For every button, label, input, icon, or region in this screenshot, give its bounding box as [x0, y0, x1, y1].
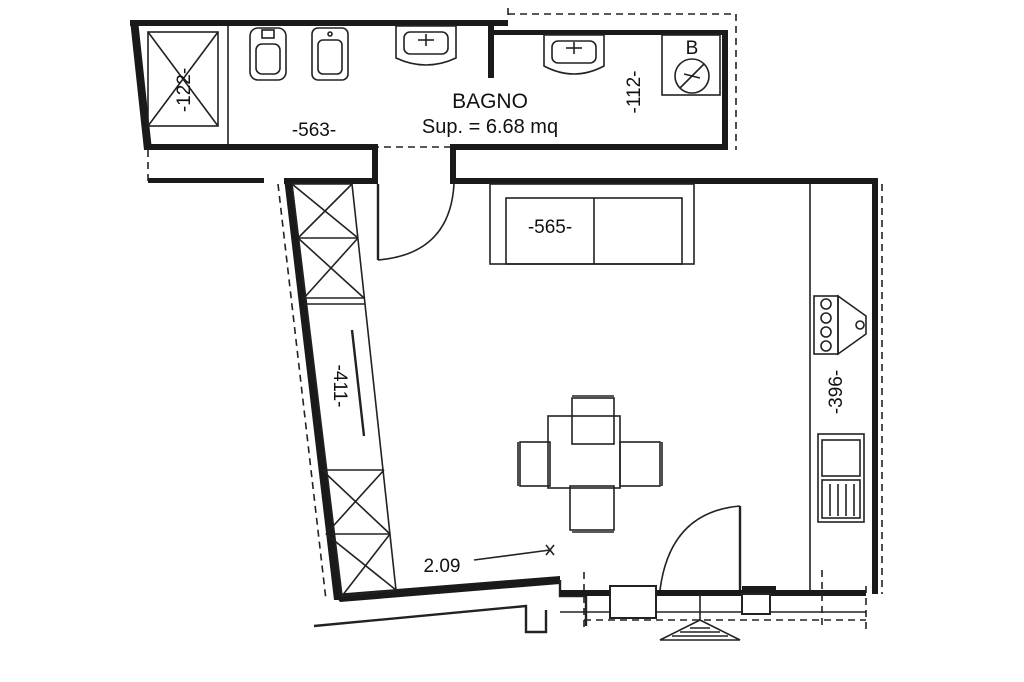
diagonal-dimension-line	[473, 544, 555, 561]
bathroom-door	[376, 183, 455, 261]
cooktop-icon	[813, 294, 867, 356]
room-area: Sup. = 6.68 mq	[422, 116, 558, 138]
sofa	[489, 183, 695, 265]
kitchen-counter	[809, 184, 867, 590]
sofa-dimension: -565-	[528, 217, 572, 238]
shower-dimension: -122-	[174, 68, 195, 112]
window	[609, 585, 657, 619]
bath-depth-dimension: -112-	[624, 71, 645, 114]
right-wall-dimension: -396-	[826, 370, 847, 414]
kitchen-sink-icon	[817, 433, 865, 523]
wardrobe	[291, 183, 397, 597]
bidet-icon	[311, 27, 349, 81]
boiler-label: B	[686, 38, 699, 59]
diagonal-dimension: 2.09	[424, 556, 461, 577]
left-wall-dimension: -411-	[329, 365, 350, 408]
sink-icon	[543, 34, 605, 75]
shower-tray	[147, 31, 219, 127]
room-title: BAGNO	[452, 90, 528, 113]
corridor-wall	[147, 150, 264, 184]
entry-door	[659, 505, 742, 591]
window	[741, 593, 771, 615]
toilet-icon	[249, 27, 287, 81]
sink-icon	[395, 25, 457, 66]
bathroom: -122-	[130, 8, 737, 150]
living-room: -411- -565-	[277, 144, 883, 641]
dining-table	[517, 395, 663, 533]
entrance-steps-icon	[659, 594, 741, 641]
bath-length-dimension: -563-	[292, 120, 336, 141]
boiler-icon	[661, 34, 721, 96]
